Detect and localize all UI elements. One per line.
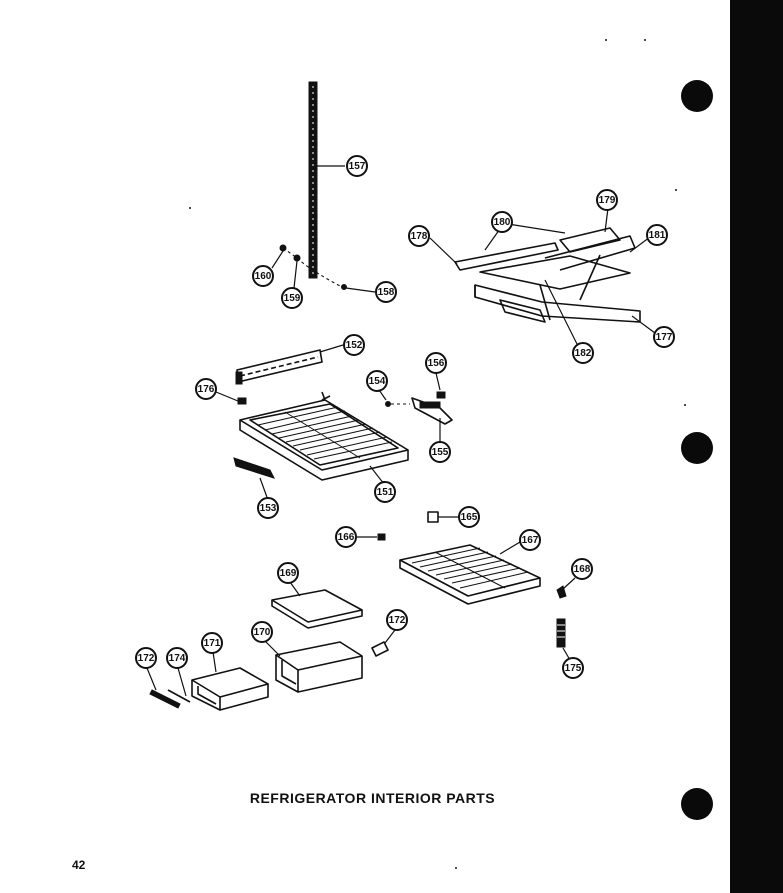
binder-hole-top <box>681 80 713 112</box>
callout-label: 182 <box>575 348 592 359</box>
callout-178: 178 <box>408 225 430 247</box>
callout-172b: 172 <box>386 609 408 631</box>
callout-151: 151 <box>374 481 396 503</box>
callout-label: 157 <box>349 161 366 172</box>
callout-167: 167 <box>519 529 541 551</box>
callout-182: 182 <box>572 342 594 364</box>
part-169-crisper-cover <box>271 589 363 629</box>
binder-hole-bottom <box>681 788 713 820</box>
parts-165-166 <box>377 511 439 541</box>
callout-175: 175 <box>562 657 584 679</box>
callout-label: 169 <box>280 568 297 579</box>
callout-label: 168 <box>574 564 591 575</box>
callout-171: 171 <box>201 632 223 654</box>
callout-168: 168 <box>571 558 593 580</box>
callout-165: 165 <box>458 506 480 528</box>
callout-179: 179 <box>596 189 618 211</box>
binder-edge <box>730 0 783 893</box>
callout-label: 166 <box>338 532 355 543</box>
callout-label: 176 <box>198 384 215 395</box>
callout-170: 170 <box>251 621 273 643</box>
callout-176: 176 <box>195 378 217 400</box>
callout-157: 157 <box>346 155 368 177</box>
callout-174: 174 <box>166 647 188 669</box>
callout-label: 172 <box>138 653 155 664</box>
callout-label: 178 <box>411 231 428 242</box>
part-176-clip <box>237 397 247 405</box>
callout-label: 152 <box>346 340 363 351</box>
callout-label: 172 <box>389 615 406 626</box>
callout-label: 180 <box>494 217 511 228</box>
callout-154: 154 <box>366 370 388 392</box>
callout-label: 158 <box>378 287 395 298</box>
callout-177: 177 <box>653 326 675 348</box>
callout-180: 180 <box>491 211 513 233</box>
callout-158: 158 <box>375 281 397 303</box>
binder-hole-middle <box>681 432 713 464</box>
parts-168-175 <box>556 585 567 648</box>
callout-160: 160 <box>252 265 274 287</box>
part-151-wire-shelf <box>239 391 409 481</box>
callout-label: 181 <box>649 230 666 241</box>
callout-169: 169 <box>277 562 299 584</box>
callout-155: 155 <box>429 441 451 463</box>
part-167-wire-shelf <box>399 544 541 605</box>
diagram-title: REFRIGERATOR INTERIOR PARTS <box>249 790 496 806</box>
callout-166: 166 <box>335 526 357 548</box>
callout-label: 177 <box>656 332 673 343</box>
parts-154-156-155 <box>385 391 453 425</box>
callout-label: 167 <box>522 535 539 546</box>
part-172-rod <box>371 641 389 657</box>
callout-label: 154 <box>369 376 386 387</box>
part-177-shelf-frame <box>454 227 641 323</box>
part-171-crisper-drawer <box>191 667 269 711</box>
page-number: 42 <box>72 858 86 872</box>
callout-label: 155 <box>432 447 449 458</box>
part-153-bracket <box>233 457 275 479</box>
callout-156: 156 <box>425 352 447 374</box>
callout-label: 153 <box>260 503 277 514</box>
callout-label: 151 <box>377 487 394 498</box>
parts-158-160-fasteners <box>279 244 347 290</box>
part-157-standard <box>308 81 318 279</box>
callout-152: 152 <box>343 334 365 356</box>
callout-label: 179 <box>599 195 616 206</box>
callout-label: 160 <box>255 271 272 282</box>
part-152-shelf-rail <box>235 349 323 385</box>
callout-172a: 172 <box>135 647 157 669</box>
callout-label: 175 <box>565 663 582 674</box>
callout-label: 171 <box>204 638 221 649</box>
parts-172-174-rails <box>149 689 191 709</box>
callout-layer: 157 160 159 158 178 180 179 181 177 182 152 176 154 1… <box>135 155 675 679</box>
callout-label: 165 <box>461 512 478 523</box>
callout-label: 156 <box>428 358 445 369</box>
callout-label: 174 <box>169 653 186 664</box>
callout-label: 159 <box>284 293 301 304</box>
callout-159: 159 <box>281 287 303 309</box>
callout-label: 170 <box>254 627 271 638</box>
callout-153: 153 <box>257 497 279 519</box>
part-170-crisper-drawer <box>275 641 363 693</box>
callout-181: 181 <box>646 224 668 246</box>
